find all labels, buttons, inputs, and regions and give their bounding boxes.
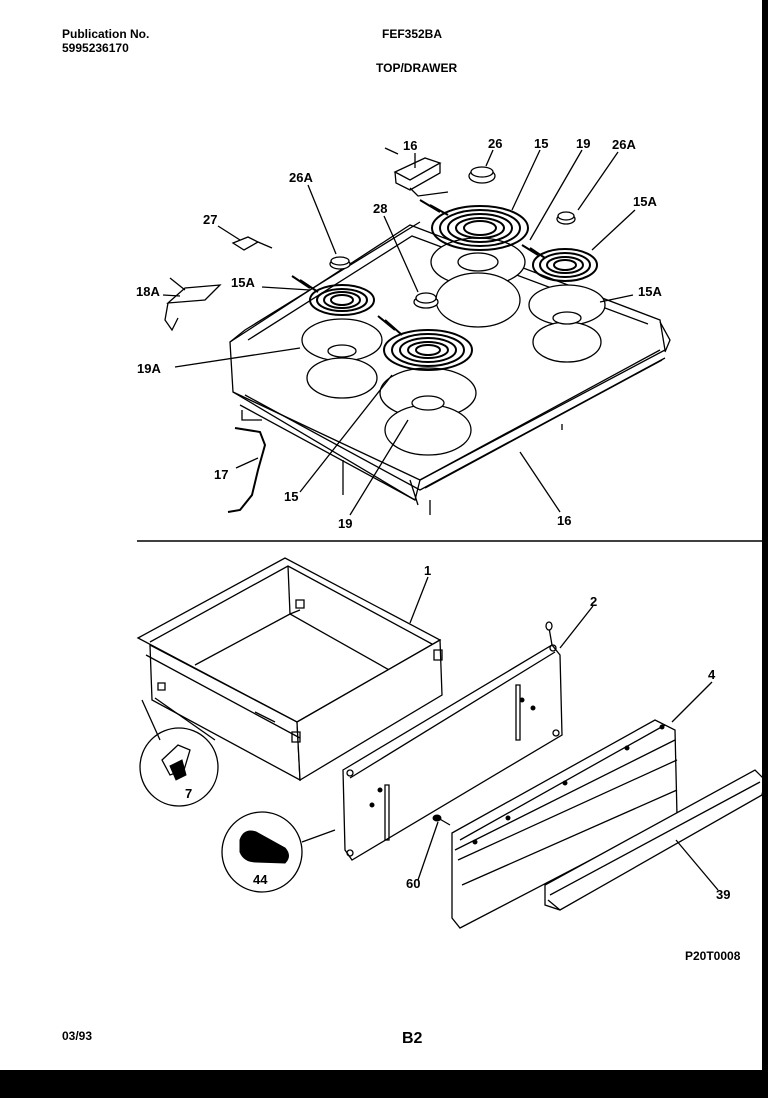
callout-15a-right: 15A — [638, 284, 662, 299]
callout-17: 17 — [214, 467, 229, 482]
publication-number: 5995236170 — [62, 41, 129, 55]
callout-27: 27 — [203, 212, 218, 227]
callout-16-top: 16 — [403, 138, 418, 153]
callout-19-bottom: 19 — [338, 516, 353, 531]
callout-15-top: 15 — [534, 136, 549, 151]
callout-28: 28 — [373, 201, 388, 216]
publication-label: Publication No. — [62, 27, 150, 41]
drawer-assembly — [138, 558, 762, 928]
surface-elements — [292, 200, 597, 370]
callout-15a-left: 15A — [231, 275, 255, 290]
revision-date: 03/93 — [62, 1029, 93, 1043]
section-title: TOP/DRAWER — [376, 61, 458, 75]
callout-39: 39 — [716, 887, 731, 902]
parts-diagram — [0, 0, 762, 1070]
callout-15a-right-top: 15A — [633, 194, 657, 209]
model-number: FEF352BA — [382, 27, 443, 41]
callout-26a-left: 26A — [289, 170, 313, 185]
callout-18a: 18A — [136, 284, 160, 299]
callout-26a-right: 26A — [612, 137, 636, 152]
small-parts — [165, 148, 575, 512]
callout-15-bottom: 15 — [284, 489, 299, 504]
callout-4: 4 — [708, 667, 716, 682]
callout-19-top: 19 — [576, 136, 591, 151]
diagram-page: Publication No. 5995236170 FEF352BA TOP/… — [0, 0, 762, 1070]
callout-60: 60 — [406, 876, 421, 891]
callout-19a: 19A — [137, 361, 161, 376]
callout-7: 7 — [185, 786, 193, 801]
callout-1: 1 — [424, 563, 432, 578]
callout-44: 44 — [253, 872, 268, 887]
drip-bowls — [302, 238, 605, 455]
page-number: B2 — [402, 1030, 423, 1047]
drawing-code: P20T0008 — [685, 949, 741, 963]
callout-16-bottom: 16 — [557, 513, 572, 528]
callout-2: 2 — [590, 594, 598, 609]
leader-lines-top — [163, 150, 635, 515]
callout-26-top: 26 — [488, 136, 503, 151]
